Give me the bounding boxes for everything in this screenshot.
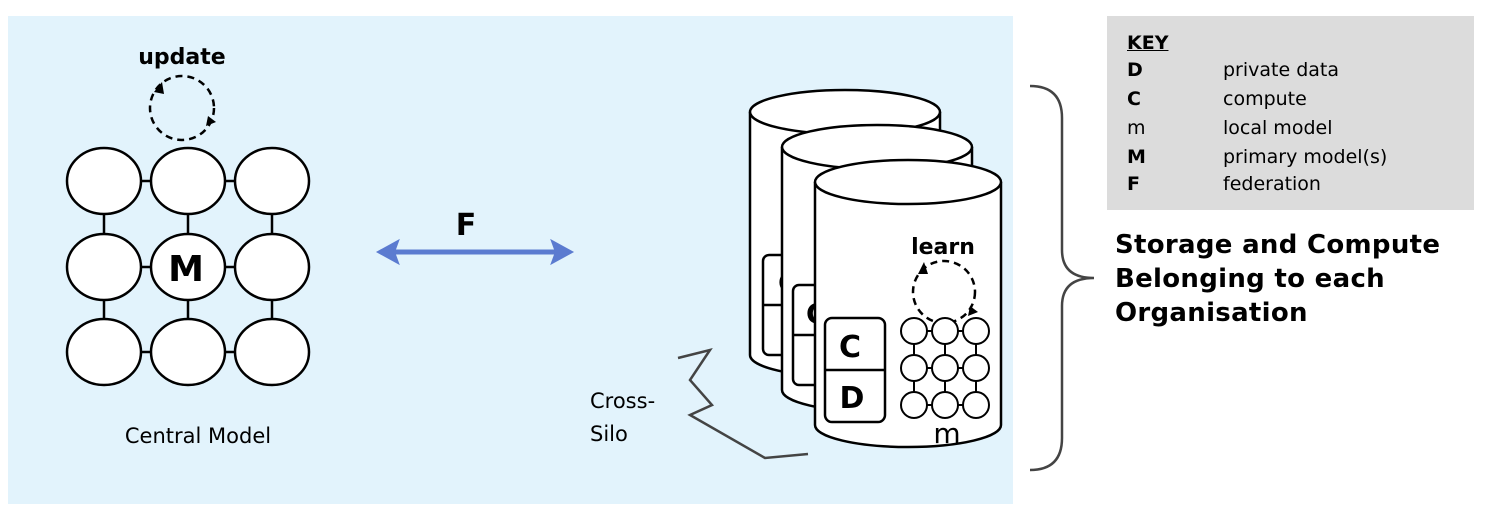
storage-note-line1: Storage and Compute (1115, 230, 1441, 260)
key-meaning: federation (1223, 173, 1321, 195)
central-model-caption: Central Model (125, 424, 271, 448)
local-model-letter: m (933, 417, 960, 450)
key-meaning: local model (1223, 117, 1333, 139)
data-letter: D (840, 381, 865, 416)
storage-compute-note: Storage and Compute Belonging to each Or… (1115, 228, 1485, 330)
primary-model-letter: M (168, 249, 204, 290)
central-model-network (65, 146, 311, 387)
update-loop-icon (148, 74, 216, 142)
storage-note-line3: Organisation (1115, 298, 1308, 328)
key-row-local-model: m local model (1127, 117, 1332, 139)
update-label: update (138, 45, 225, 70)
key-symbol: C (1127, 88, 1141, 110)
key-symbol: m (1127, 117, 1146, 139)
compute-data-box (823, 316, 887, 424)
key-symbol: D (1127, 59, 1143, 81)
key-meaning: compute (1223, 88, 1307, 110)
key-meaning: primary model(s) (1223, 146, 1388, 168)
compute-letter: C (839, 330, 861, 365)
storage-note-line2: Belonging to each (1115, 264, 1385, 294)
federation-label: F (456, 208, 477, 243)
cross-silo-bracket-icon (677, 348, 809, 460)
organisation-brace-icon (1029, 84, 1095, 472)
cross-silo-label-line2: Silo (590, 422, 628, 446)
key-symbol: M (1127, 146, 1146, 168)
key-title: KEY (1127, 32, 1169, 54)
federation-arrow-icon (375, 238, 575, 266)
learn-label: learn (911, 235, 975, 260)
key-meaning: private data (1223, 59, 1340, 81)
key-symbol: F (1127, 173, 1140, 195)
cross-silo-label-line1: Cross- (590, 389, 655, 413)
local-model-network (900, 317, 990, 419)
